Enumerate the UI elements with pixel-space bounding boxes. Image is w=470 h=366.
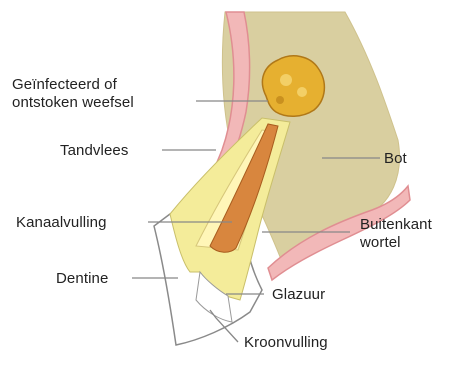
- label-canal-filling: Kanaalvulling: [16, 214, 107, 231]
- infected-tissue-spot: [280, 74, 292, 86]
- infected-tissue-spot: [297, 87, 307, 97]
- label-gum: Tandvlees: [60, 142, 128, 159]
- label-crown-filling: Kroonvulling: [244, 334, 328, 351]
- label-bone: Bot: [384, 150, 407, 167]
- label-outer-root-line2: wortel: [360, 234, 401, 251]
- infected-tissue: [262, 56, 324, 116]
- label-outer-root-line1: Buitenkant: [360, 216, 432, 233]
- label-infected-line2: ontstoken weefsel: [12, 94, 134, 111]
- label-dentine: Dentine: [56, 270, 108, 287]
- infected-tissue-spot: [276, 96, 284, 104]
- label-enamel: Glazuur: [272, 286, 325, 303]
- label-infected-line1: Geïnfecteerd of: [12, 76, 117, 93]
